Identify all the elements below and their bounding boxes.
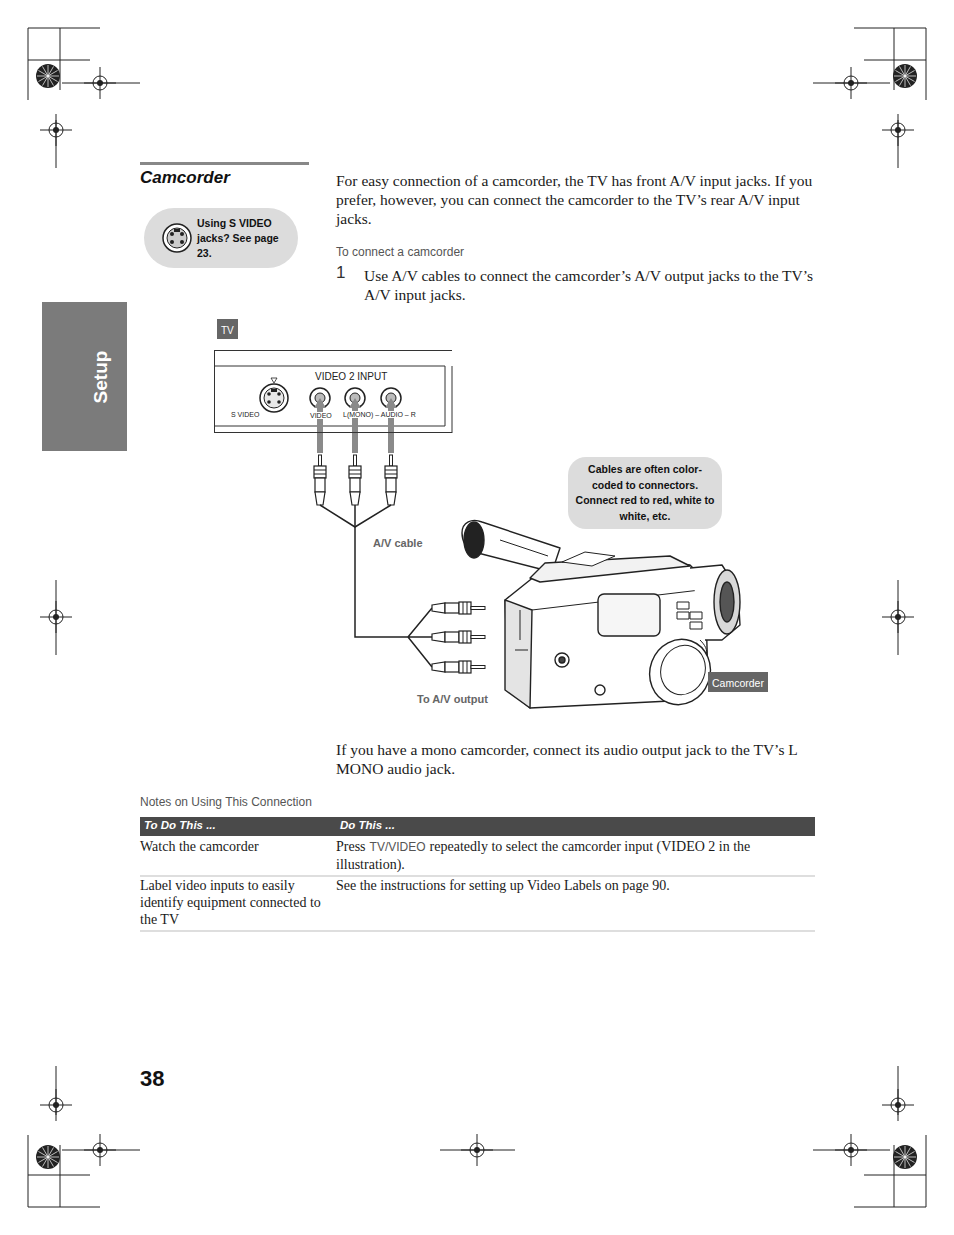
button-name: TV/VIDEO: [370, 840, 426, 854]
table-header: To Do This ... Do This ...: [140, 817, 815, 836]
device-tag: Camcorder: [708, 672, 768, 692]
panel-title: VIDEO 2 INPUT: [315, 371, 387, 382]
note-text: Cables are often color-coded to connecto…: [574, 462, 716, 524]
table-cell: Press: [336, 839, 366, 854]
jack-label: L(MONO) – AUDIO – R: [342, 411, 417, 418]
page-number: 38: [140, 1066, 164, 1092]
column-head: Do This ...: [340, 819, 395, 831]
body-text: If you have a mono camcorder, connect it…: [336, 740, 816, 778]
cable-label: To A/V output: [417, 693, 488, 705]
tab-text: Setup: [91, 350, 113, 403]
table-cell: Label video inputs to easily identify eq…: [140, 877, 330, 928]
tip-text: Using S VIDEO jacks? See page 23.: [197, 216, 289, 261]
device-tag: TV: [217, 319, 238, 339]
note-bubble: Cables are often color-coded to connecto…: [568, 457, 722, 529]
tag-text: TV: [221, 325, 234, 336]
section-heading: Camcorder: [140, 168, 230, 188]
table-cell: PressTV/VIDEOrepeatedly to select the ca…: [336, 838, 814, 873]
table-cell: See the instructions for setting up Vide…: [336, 877, 814, 894]
table-cell: Watch the camcorder: [140, 838, 330, 855]
section-tab: Setup: [42, 302, 127, 451]
tag-text: Camcorder: [712, 677, 764, 689]
jack-label: S VIDEO: [230, 411, 260, 418]
step-heading: To connect a camcorder: [336, 245, 464, 259]
table-title: Notes on Using This Connection: [140, 795, 312, 809]
cable-label: A/V cable: [373, 537, 423, 549]
step-number: 1: [336, 263, 345, 283]
s-video-icon: [160, 221, 194, 255]
input-panel: VIDEO 2 INPUT S VIDEO VIDEO L(MONO) – AUDIO…: [214, 350, 452, 433]
column-head: To Do This ...: [144, 819, 216, 831]
body-text: For easy connection of a camcorder, the …: [336, 171, 816, 228]
jack-label: VIDEO: [309, 412, 333, 419]
tip-bubble: Using S VIDEO jacks? See page 23.: [144, 208, 298, 268]
step-text: Use A/V cables to connect the camcorder’…: [364, 266, 816, 304]
